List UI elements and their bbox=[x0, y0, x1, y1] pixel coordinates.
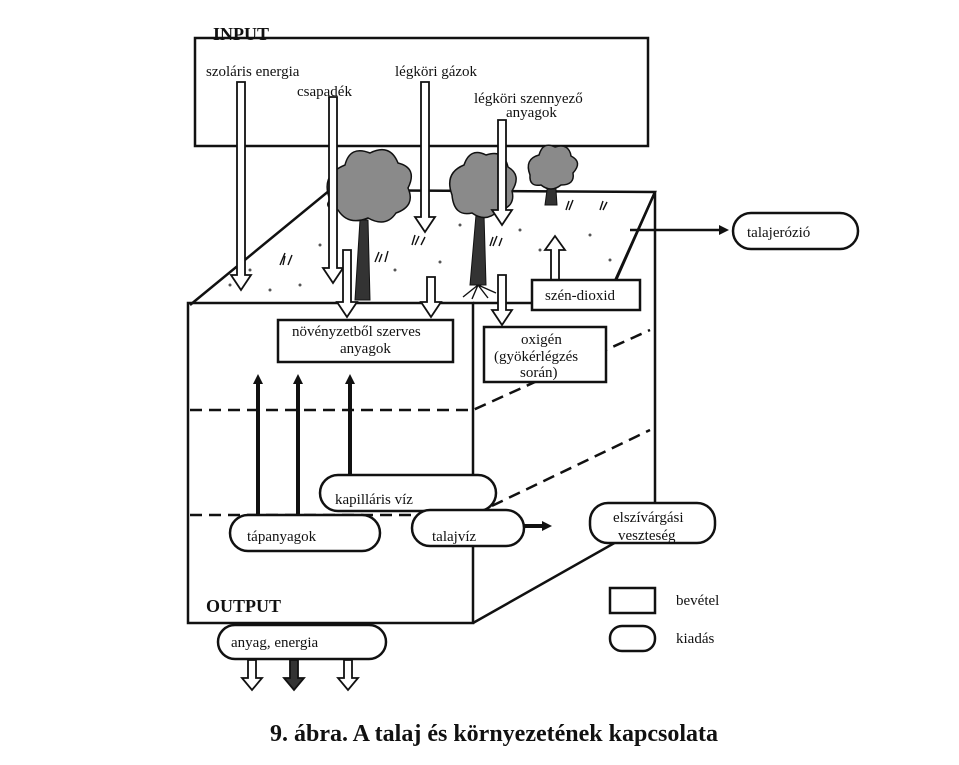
arrow-oxygen-down bbox=[490, 274, 514, 327]
nutrients-label: tápanyagok bbox=[247, 529, 317, 545]
legend-income-swatch bbox=[608, 586, 657, 615]
input-heading: INPUT bbox=[213, 24, 269, 44]
leaching-loss-line2: veszteség bbox=[618, 528, 676, 544]
input-pollutants-line1: légköri szennyező bbox=[474, 91, 583, 107]
organic-matter-line2: anyagok bbox=[340, 341, 391, 357]
legend-expense-swatch bbox=[608, 624, 657, 653]
output-pill bbox=[216, 623, 388, 661]
groundwater-label: talajvíz bbox=[432, 529, 476, 545]
capillary-water-pill bbox=[318, 473, 498, 513]
arrow-organic-down-1 bbox=[335, 249, 359, 319]
arrow-pollutant-down bbox=[490, 119, 514, 227]
capillary-water-label: kapilláris víz bbox=[335, 492, 413, 508]
input-pollutants-line2: anyagok bbox=[506, 105, 557, 121]
upward-flow-arrows bbox=[253, 374, 552, 531]
arrow-gases-down bbox=[413, 81, 437, 234]
arrow-co2-up bbox=[543, 234, 567, 281]
output-arrows bbox=[240, 659, 360, 692]
arrow-solar-down bbox=[229, 81, 253, 292]
input-arrows bbox=[229, 81, 567, 327]
erosion-label: talajerózió bbox=[747, 225, 810, 241]
legend-income-label: bevétel bbox=[676, 593, 719, 609]
organic-matter-box bbox=[276, 318, 455, 364]
oxygen-box bbox=[482, 325, 608, 384]
arrow-output-2 bbox=[282, 659, 306, 692]
co2-box bbox=[530, 278, 642, 312]
figure-caption: 9. ábra. A talaj és környezetének kapcso… bbox=[270, 721, 718, 747]
arrow-output-1 bbox=[240, 659, 264, 692]
arrow-organic-down-2 bbox=[419, 276, 443, 319]
legend-expense-label: kiadás bbox=[676, 631, 714, 647]
tree-left bbox=[326, 148, 413, 301]
nutrients-pill bbox=[228, 513, 382, 553]
output-item-label: anyag, energia bbox=[231, 635, 319, 651]
input-precipitation: csapadék bbox=[297, 84, 352, 100]
leaching-loss-line1: elszívárgási bbox=[613, 510, 684, 526]
oxygen-line1: oxigén bbox=[521, 332, 562, 348]
oxygen-line3: során) bbox=[520, 365, 558, 381]
output-heading: OUTPUT bbox=[206, 596, 281, 616]
co2-label: szén-dioxid bbox=[545, 288, 615, 304]
oxygen-line2: (gyökérlégzés bbox=[494, 349, 578, 365]
surface-vegetation bbox=[228, 199, 612, 292]
organic-matter-line1: növényzetből szerves bbox=[292, 324, 421, 340]
input-solar-energy: szoláris energia bbox=[206, 64, 300, 80]
soil-front-face bbox=[186, 301, 475, 625]
arrow-precip-down bbox=[321, 96, 345, 285]
arrow-output-3 bbox=[336, 659, 360, 692]
erosion-pill bbox=[731, 211, 860, 251]
leaching-loss-pill bbox=[588, 501, 717, 545]
groundwater-pill bbox=[410, 508, 526, 548]
input-atmospheric-gases: légköri gázok bbox=[395, 64, 478, 80]
tree-right bbox=[527, 144, 579, 206]
